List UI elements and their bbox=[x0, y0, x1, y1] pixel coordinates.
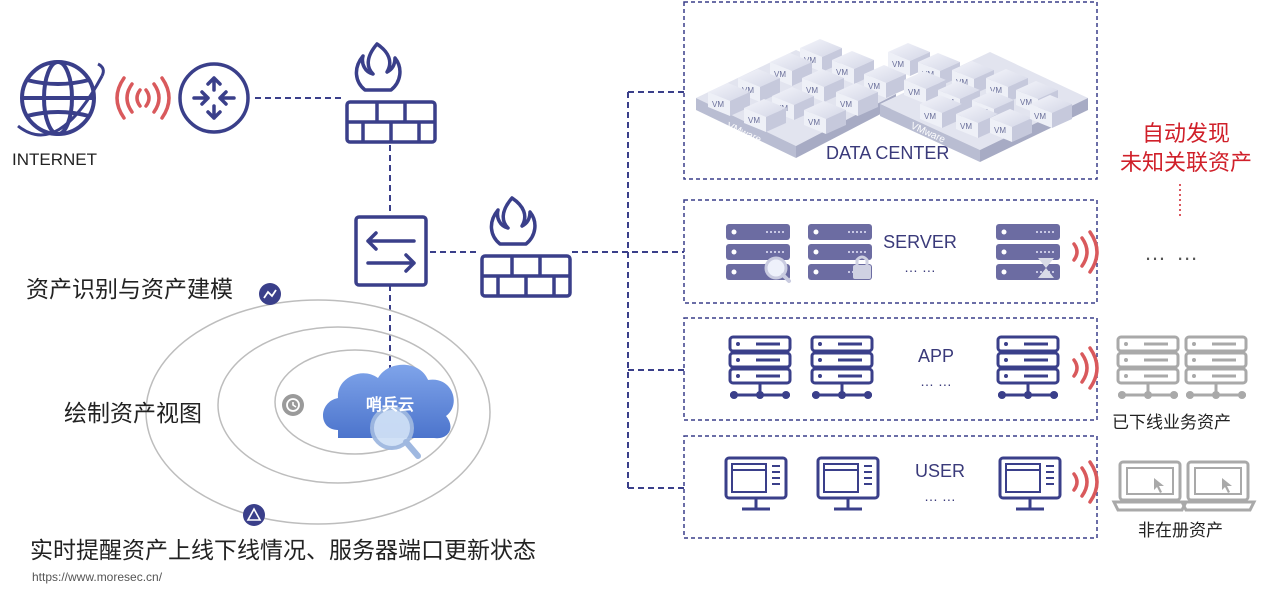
vm-label: VM bbox=[748, 116, 760, 125]
router-icon bbox=[178, 62, 250, 134]
unregistered-laptop-icon bbox=[1112, 460, 1188, 512]
feature-asset-modeling: 资产识别与资产建模 bbox=[26, 276, 233, 302]
wireless-waves-icon bbox=[1072, 346, 1099, 390]
switch-icon bbox=[354, 215, 428, 287]
datacenter-zone bbox=[683, 1, 1098, 180]
vm-box-icon: VM bbox=[770, 53, 812, 86]
vm-label: VM bbox=[908, 88, 920, 97]
cloud-label: 哨兵云 bbox=[366, 397, 415, 414]
user-pc-icon bbox=[998, 456, 1062, 511]
feature-asset-view: 绘制资产视图 bbox=[64, 400, 202, 426]
vm-label: VM bbox=[892, 60, 904, 69]
user-zone bbox=[683, 435, 1098, 539]
vm-label: VM bbox=[742, 86, 754, 95]
discovery-more: … … bbox=[1144, 240, 1201, 265]
vm-label: VM bbox=[990, 86, 1002, 95]
offline-server-icon bbox=[1184, 335, 1248, 401]
discovery-title-line1: 自动发现 bbox=[1141, 121, 1230, 146]
sentinel-cloud-icon bbox=[323, 364, 454, 459]
history-clock-icon bbox=[282, 394, 304, 416]
firewall-top-icon bbox=[345, 42, 437, 144]
vm-label: VM bbox=[806, 86, 818, 95]
hourglass-icon bbox=[1038, 258, 1054, 278]
wireless-waves-icon bbox=[1072, 230, 1099, 274]
vm-box-icon: VM bbox=[744, 99, 786, 132]
vm-box-icon: VM bbox=[990, 109, 1032, 142]
vm-label: VM bbox=[712, 100, 724, 109]
vm-label: VM bbox=[804, 56, 816, 65]
vm-box-icon: VM bbox=[804, 101, 846, 134]
datacenter-label: DATA CENTER bbox=[826, 143, 950, 163]
wireless-waves-icon bbox=[115, 76, 171, 120]
internet-label: INTERNET bbox=[12, 150, 97, 169]
feature-realtime-alert: 实时提醒资产上线下线情况、服务器端口更新状态 bbox=[30, 537, 536, 563]
vm-box-icon: VM bbox=[832, 51, 874, 84]
unregistered-assets-label: 非在册资产 bbox=[1138, 521, 1223, 540]
app-server-icon bbox=[996, 335, 1060, 401]
vm-box-icon: VM bbox=[738, 69, 780, 102]
vm-label: VM bbox=[868, 82, 880, 91]
user-label: USER bbox=[914, 461, 965, 481]
app-more: … … bbox=[920, 373, 952, 389]
user-pc-icon bbox=[724, 456, 788, 511]
footer-url: https://www.moresec.cn/ bbox=[32, 570, 163, 584]
vm-label: VM bbox=[1034, 112, 1046, 121]
vm-label: VM bbox=[1020, 98, 1032, 107]
vm-label: VM bbox=[924, 112, 936, 121]
vm-box-icon: VM bbox=[708, 83, 750, 116]
app-server-icon bbox=[728, 335, 792, 401]
firewall-middle-icon bbox=[480, 196, 572, 298]
vm-label: VM bbox=[774, 70, 786, 79]
vm-label: VM bbox=[836, 68, 848, 77]
vm-box-icon: VM bbox=[864, 65, 906, 98]
lock-icon bbox=[853, 255, 871, 279]
vm-label: VM bbox=[960, 122, 972, 131]
alert-triangle-icon bbox=[243, 504, 265, 526]
server-more: … … bbox=[904, 259, 936, 275]
vm-label: VM bbox=[994, 126, 1006, 135]
vm-box-icon: VM bbox=[836, 83, 878, 116]
vm-box-icon: VM bbox=[802, 69, 844, 102]
connector-lines bbox=[255, 91, 684, 489]
vm-box-icon: VM bbox=[1030, 95, 1072, 128]
vm-label: VM bbox=[840, 100, 852, 109]
user-more: … … bbox=[924, 488, 956, 504]
magnifier-icon bbox=[764, 256, 791, 283]
unregistered-laptop-icon bbox=[1180, 460, 1256, 512]
offline-assets-label: 已下线业务资产 bbox=[1112, 413, 1231, 432]
server-label: SERVER bbox=[883, 232, 957, 252]
vm-box-icon: VM bbox=[904, 71, 946, 104]
server-unit-icon bbox=[995, 223, 1061, 281]
internet-globe-icon bbox=[17, 60, 105, 137]
app-label: APP bbox=[917, 346, 955, 366]
app-server-icon bbox=[810, 335, 874, 401]
vm-label: VM bbox=[808, 118, 820, 127]
vm-box-icon: VM bbox=[920, 95, 962, 128]
user-pc-icon bbox=[816, 456, 880, 511]
asset-model-icon bbox=[259, 283, 281, 305]
offline-server-icon bbox=[1116, 335, 1180, 401]
wireless-waves-icon bbox=[1072, 460, 1099, 504]
discovery-title-line2: 未知关联资产 bbox=[1119, 150, 1252, 175]
vm-label: VM bbox=[956, 78, 968, 87]
